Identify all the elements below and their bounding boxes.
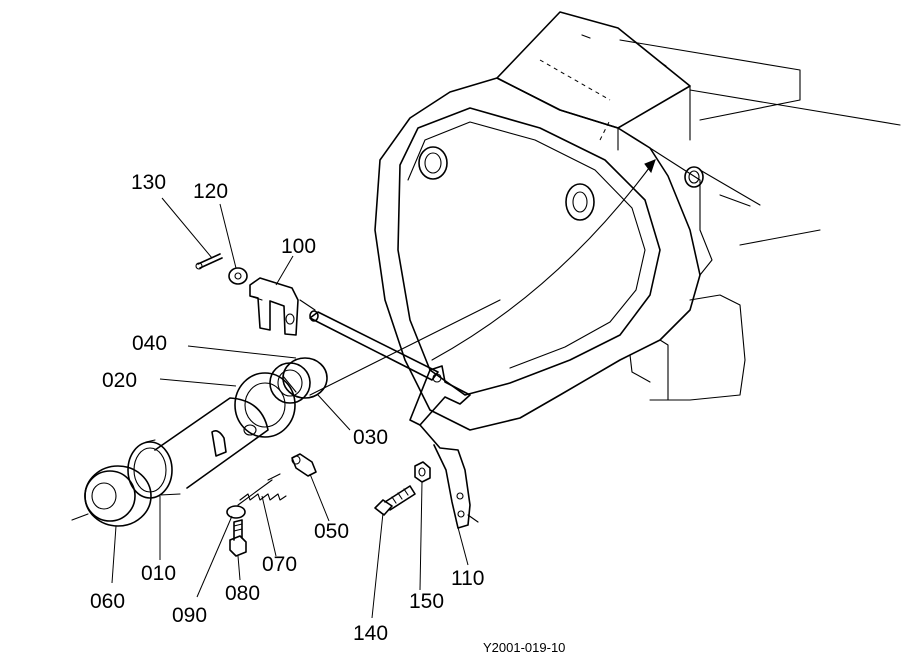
washer-120 xyxy=(228,267,248,285)
callout-150: 150 xyxy=(409,590,444,613)
callout-020: 020 xyxy=(102,369,137,392)
release-arm-110 xyxy=(409,365,479,529)
release-shaft xyxy=(299,299,439,381)
callout-110: 110 xyxy=(451,567,484,590)
callout-140: 140 xyxy=(353,622,388,645)
bushing-030 xyxy=(269,357,328,404)
callout-090: 090 xyxy=(172,604,207,627)
callout-120: 120 xyxy=(193,180,228,203)
callout-040: 040 xyxy=(132,332,167,355)
figure-code: Y2001-019-10 xyxy=(483,640,565,655)
callout-050: 050 xyxy=(314,520,349,543)
release-hub-010 xyxy=(127,397,269,499)
washer-090 xyxy=(226,505,246,519)
cotter-pin-130 xyxy=(195,253,223,270)
ring-020 xyxy=(234,372,296,438)
bearing-060 xyxy=(71,465,152,527)
callout-010: 010 xyxy=(141,562,176,585)
callout-060: 060 xyxy=(90,590,125,613)
callout-100: 100 xyxy=(281,235,316,258)
callout-080: 080 xyxy=(225,582,260,605)
callout-labels: 130 120 100 040 020 030 050 070 060 010 … xyxy=(90,171,484,645)
grease-nipple-050 xyxy=(291,453,317,477)
callout-070: 070 xyxy=(262,553,297,576)
clutch-housing xyxy=(309,11,901,431)
spring-070 xyxy=(237,473,287,506)
leader-lines xyxy=(111,197,469,619)
bolt-080 xyxy=(229,519,247,557)
nut-150 xyxy=(414,461,431,483)
release-fork-100 xyxy=(249,277,299,336)
bolt-140 xyxy=(374,485,416,516)
callout-030: 030 xyxy=(353,426,388,449)
callout-130: 130 xyxy=(131,171,166,194)
